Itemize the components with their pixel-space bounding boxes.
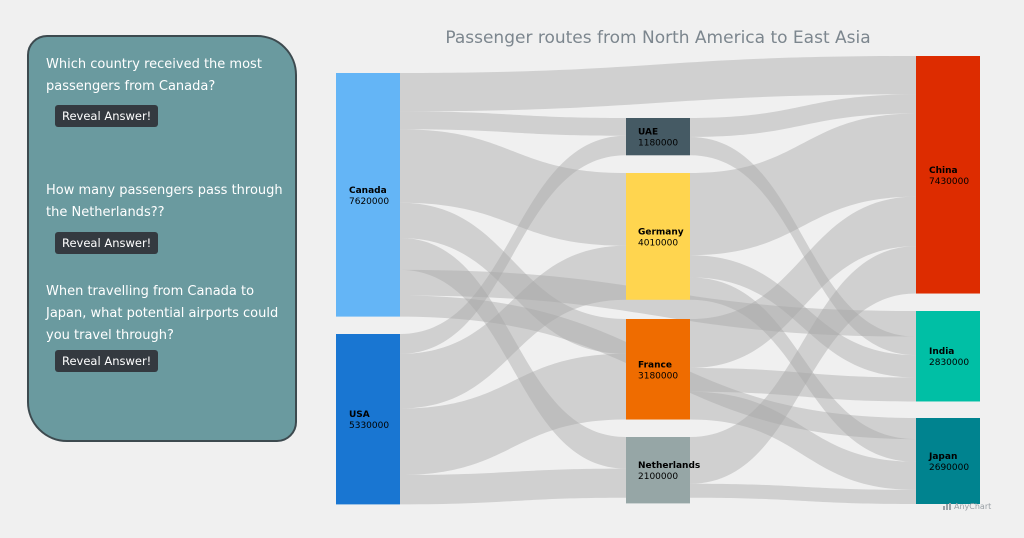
credits-label: AnyChart	[954, 502, 992, 511]
question-3-text: When travelling from Canada to Japan, wh…	[46, 284, 279, 343]
flow-netherlands-to-japan[interactable]	[690, 483, 916, 504]
flow-germany-to-japan[interactable]	[690, 277, 916, 462]
flow-france-to-japan[interactable]	[690, 391, 916, 490]
node-label-france: France	[638, 360, 672, 370]
node-label-uae: UAE	[638, 128, 658, 138]
chart-title: Passenger routes from North America to E…	[445, 28, 870, 48]
node-india[interactable]	[916, 311, 980, 402]
quiz-panel: Which country received the most passenge…	[27, 35, 297, 442]
flow-canada-to-uae[interactable]	[400, 111, 626, 136]
node-label-germany: Germany	[638, 227, 684, 237]
flow-france-to-china[interactable]	[690, 196, 916, 369]
flow-usa-to-uae[interactable]	[400, 135, 626, 354]
node-value-france: 3180000	[638, 371, 678, 381]
anychart-logo-icon	[943, 503, 951, 510]
node-value-china: 7430000	[929, 177, 969, 187]
node-canada[interactable]	[336, 73, 400, 317]
node-value-japan: 2690000	[929, 463, 969, 473]
anychart-credits[interactable]: AnyChart	[943, 502, 991, 511]
node-label-india: India	[929, 347, 954, 357]
node-value-netherlands: 2100000	[638, 472, 678, 482]
flow-uae-to-india[interactable]	[690, 136, 916, 356]
node-usa[interactable]	[336, 334, 400, 505]
flow-canada-to-netherlands[interactable]	[400, 237, 626, 469]
node-value-germany: 4010000	[638, 238, 678, 248]
node-value-uae: 1180000	[638, 139, 678, 149]
node-label-china: China	[929, 166, 958, 176]
flow-canada-to-germany[interactable]	[400, 129, 626, 246]
node-label-usa: USA	[349, 410, 370, 420]
flow-france-to-india[interactable]	[690, 368, 916, 402]
reveal-answer-1-button[interactable]: Reveal Answer!	[55, 105, 159, 127]
flow-uae-to-china[interactable]	[690, 94, 916, 137]
flow-usa-to-netherlands[interactable]	[400, 468, 626, 505]
node-netherlands[interactable]	[626, 437, 690, 504]
flow-usa-to-germany[interactable]	[400, 245, 626, 409]
reveal-answer-2-button[interactable]: Reveal Answer!	[55, 232, 159, 254]
flow-canada-to-france[interactable]	[400, 202, 626, 354]
flow-netherlands-to-china[interactable]	[690, 246, 916, 484]
node-uae[interactable]	[626, 118, 690, 156]
flow-germany-to-india[interactable]	[690, 255, 916, 378]
node-china[interactable]	[916, 56, 980, 294]
flow-canada-to-china[interactable]	[400, 56, 916, 112]
flow-canada-to-india[interactable]	[400, 269, 916, 337]
flow-usa-to-france[interactable]	[400, 353, 626, 475]
question-1-text: Which country received the most passenge…	[46, 57, 262, 94]
node-value-india: 2830000	[929, 358, 969, 368]
reveal-answer-3-button[interactable]: Reveal Answer!	[55, 350, 159, 372]
node-germany[interactable]	[626, 173, 690, 300]
node-value-usa: 5330000	[349, 421, 389, 431]
flow-germany-to-china[interactable]	[690, 113, 916, 256]
node-label-japan: Japan	[928, 452, 957, 462]
node-value-canada: 7620000	[349, 197, 389, 207]
node-japan[interactable]	[916, 418, 980, 504]
question-2-text: How many passengers pass through the Net…	[46, 183, 283, 220]
node-france[interactable]	[626, 319, 690, 420]
node-label-canada: Canada	[349, 186, 387, 196]
node-label-netherlands: Netherlands	[638, 461, 700, 471]
